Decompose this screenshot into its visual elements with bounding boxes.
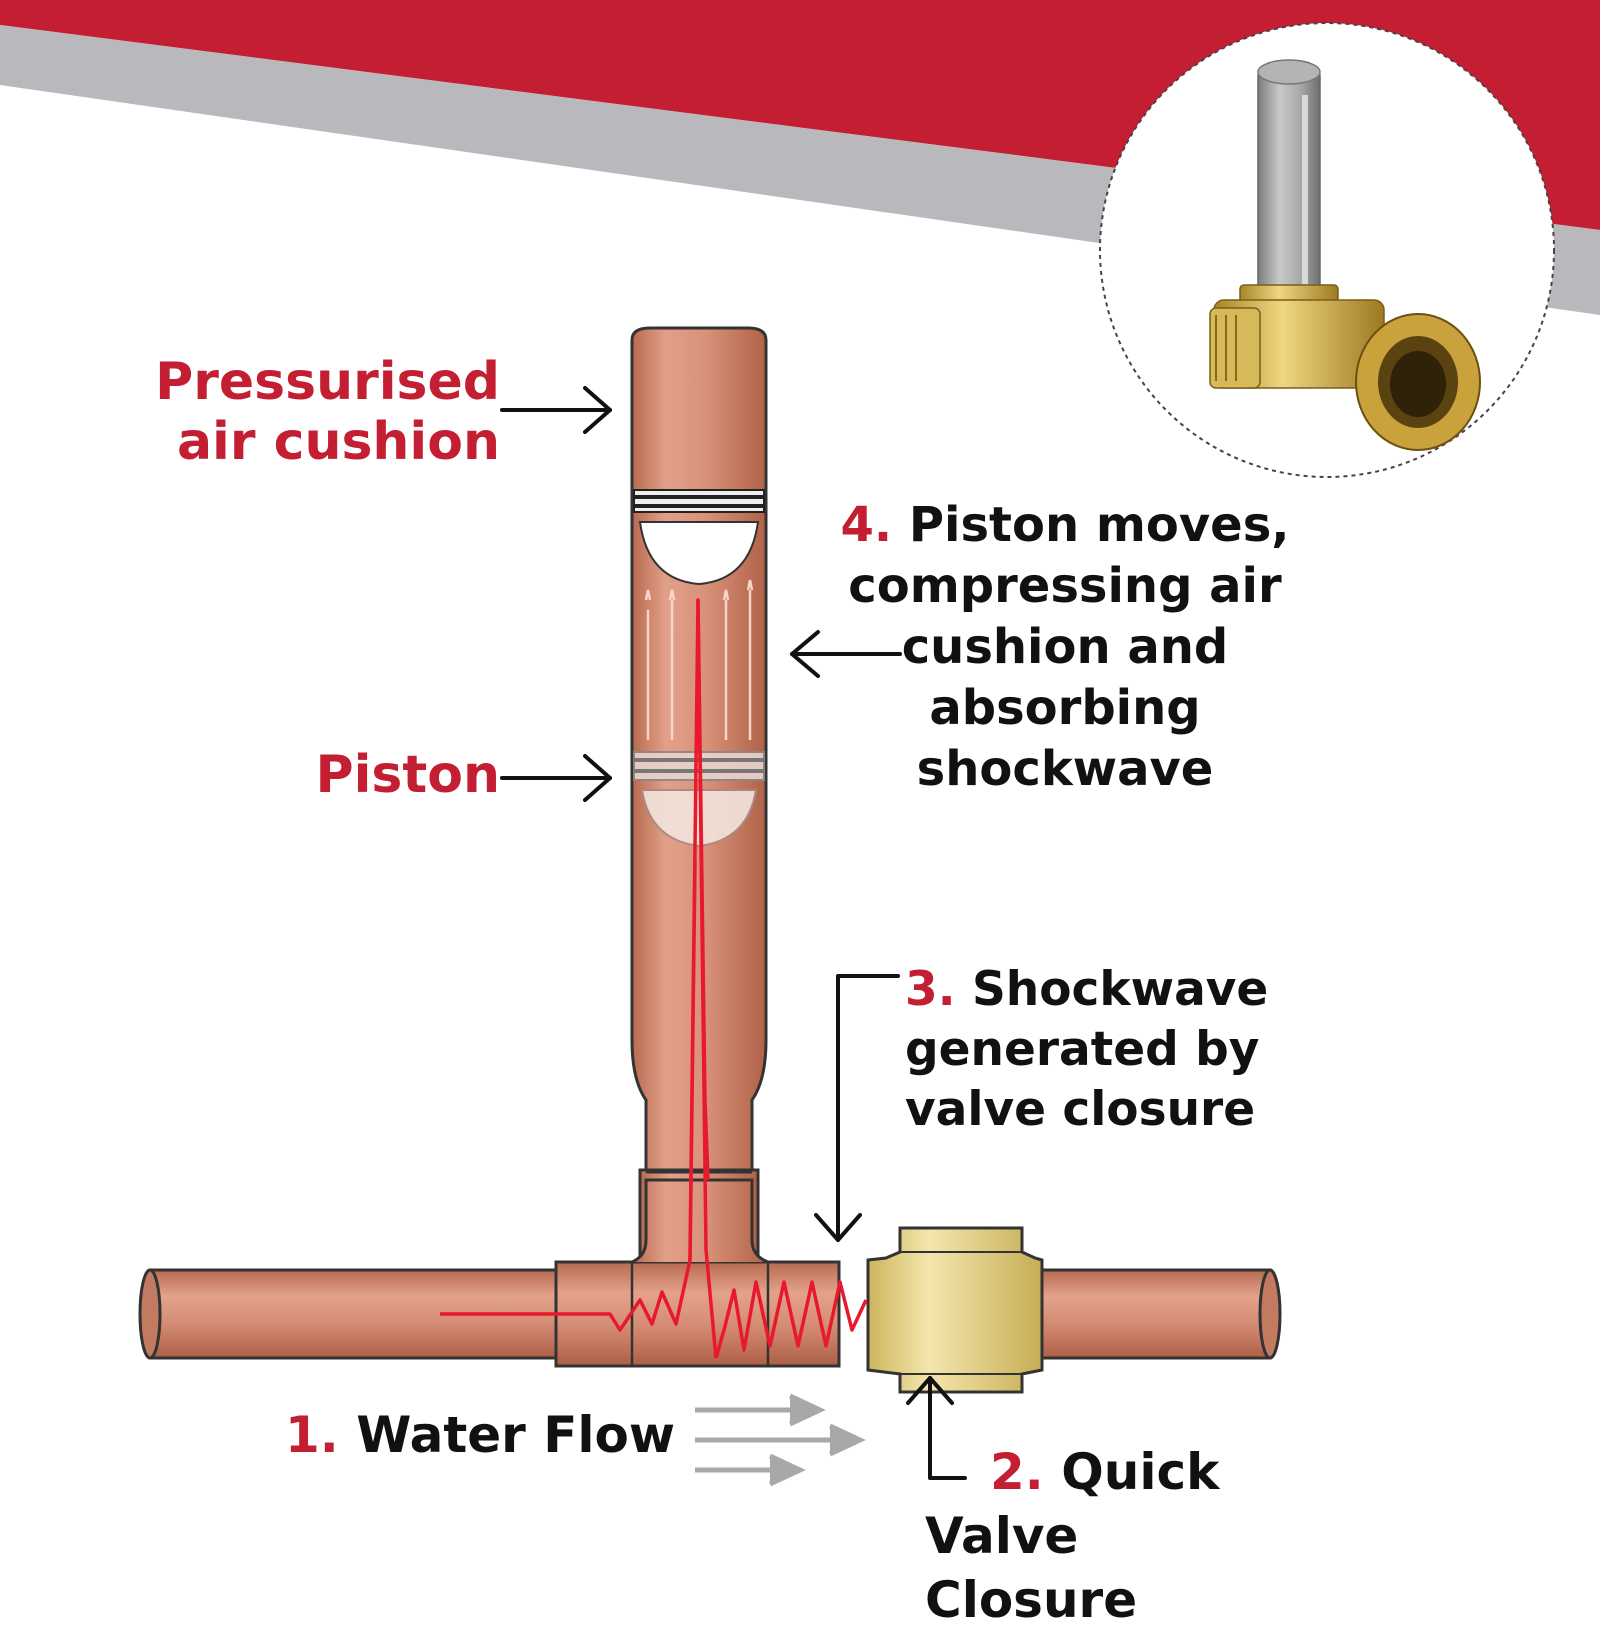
arrow-step2	[928, 1376, 967, 1480]
label-air-cushion-line1: Pressurised	[155, 352, 500, 412]
water-flow-arrows	[695, 1393, 866, 1487]
step2-number: 2.	[990, 1443, 1044, 1501]
label-piston: Piston	[315, 745, 501, 805]
label-step1: 1. Water Flow	[285, 1405, 685, 1465]
step1-text: Water Flow	[356, 1406, 676, 1464]
step4-number: 4.	[840, 497, 893, 553]
step4-line5: shockwave	[916, 741, 1214, 797]
label-step4: 4. Piston moves, compressing air cushion…	[830, 495, 1300, 800]
valve	[866, 1226, 1044, 1394]
label-air-cushion-line2: air cushion	[176, 412, 500, 472]
callout-arrows	[500, 386, 967, 1480]
step1-number: 1.	[285, 1406, 339, 1464]
step3-line2: generated by	[905, 1022, 1260, 1077]
label-step2: 2. Quick Valve Closure	[925, 1440, 1305, 1632]
step4-line4: absorbing	[929, 680, 1201, 736]
product-photo	[1099, 22, 1555, 478]
step3-line1: Shockwave	[971, 962, 1269, 1017]
water-hammer-arrestor-product-icon	[1209, 59, 1481, 451]
step2-line2: Valve Closure	[925, 1507, 1138, 1629]
step2-line1: Quick	[1061, 1443, 1220, 1501]
shockwave	[440, 598, 868, 1359]
step4-line3: cushion and	[901, 619, 1229, 675]
step3-line3: valve closure	[905, 1082, 1256, 1137]
step3-number: 3.	[905, 962, 956, 1017]
main-pipe-right	[1038, 1268, 1282, 1360]
arrow-step3	[836, 974, 900, 1242]
label-air-cushion: Pressurised air cushion	[150, 352, 500, 472]
label-step3: 3. Shockwave generated by valve closure	[905, 960, 1305, 1140]
piston-movement-arrows	[644, 579, 754, 740]
step4-line1: Piston moves,	[908, 497, 1290, 553]
step4-line2: compressing air	[848, 558, 1282, 614]
